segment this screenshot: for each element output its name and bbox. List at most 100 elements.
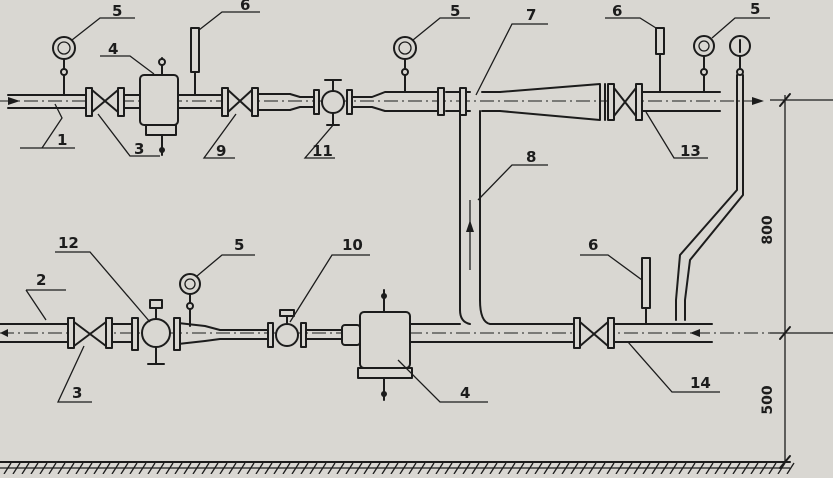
thermometer-6-lower [641,257,651,325]
hatch-stroke [66,462,75,475]
hatch-stroke [408,462,417,475]
gate-valve-3-lower [67,317,113,349]
hatch-stroke [732,462,741,475]
hatch-stroke [273,462,282,475]
label-8: 8 [526,148,536,166]
hatch-stroke [237,462,246,475]
pressure-gauge-5-lower [179,273,201,327]
gate-valve-14 [573,317,615,349]
hatch-stroke [624,462,633,475]
hatch-stroke [660,462,669,475]
hatch-stroke [372,462,381,475]
dimension-upper: 800 [760,215,776,244]
hatch-stroke [579,462,588,475]
leader-lines [20,11,770,403]
hatch-stroke [138,462,147,475]
hatch-stroke [120,462,129,475]
label-7: 7 [526,6,536,24]
hatch-stroke [309,462,318,475]
label-6-lower: 6 [588,236,598,254]
hatch-stroke [129,462,138,475]
hatch-stroke [696,462,705,475]
label-3-lower: 3 [72,384,82,402]
thermometer-6-upper-right [655,27,665,93]
hatch-stroke [264,462,273,475]
hatch-stroke [381,462,390,475]
gate-valve-13 [607,83,643,121]
dimension-lower: 500 [760,385,776,414]
hatch-stroke [417,462,426,475]
hatch-stroke [444,462,453,475]
hatch-stroke [111,462,120,475]
hatch-stroke [255,462,264,475]
pressure-gauge-5-mid [393,36,417,93]
hatch-stroke [93,462,102,475]
hatch-stroke [12,462,21,475]
hatch-stroke [336,462,345,475]
label-6-upper-right: 6 [612,2,622,20]
hatch-stroke [786,462,795,475]
hatch-stroke [192,462,201,475]
label-13: 13 [680,142,701,160]
hatch-stroke [723,462,732,475]
hatch-stroke [399,462,408,475]
hatch-stroke [498,462,507,475]
hatch-stroke [525,462,534,475]
hatch-stroke [228,462,237,475]
thermometer-6-upper-left [190,27,200,96]
hatch-stroke [48,462,57,475]
hatch-stroke [345,462,354,475]
hatch-stroke [300,462,309,475]
label-4-lower: 4 [460,384,470,402]
label-3-upper: 3 [134,140,144,158]
control-valve-12 [131,299,181,365]
hatch-stroke [714,462,723,475]
hatch-stroke [597,462,606,475]
hatch-stroke [39,462,48,475]
hatch-stroke [534,462,543,475]
hatch-stroke [30,462,39,475]
control-valve-10 [267,309,307,348]
hatch-stroke [453,462,462,475]
filter-4-lower [341,289,413,401]
label-4-upper: 4 [108,40,118,58]
hatch-stroke [705,462,714,475]
hatch-stroke [219,462,228,475]
hatch-stroke [84,462,93,475]
gate-valve-3-upper [85,87,125,117]
hatch-stroke [687,462,696,475]
hatch-stroke [471,462,480,475]
hatch-stroke [21,462,30,475]
hatch-stroke [210,462,219,475]
hatch-stroke [633,462,642,475]
hatch-stroke [246,462,255,475]
label-5-upper-left: 5 [112,2,122,20]
label-12: 12 [58,234,79,252]
hatch-stroke [363,462,372,475]
hatch-stroke [489,462,498,475]
label-1: 1 [57,131,67,149]
hatch-stroke [75,462,84,475]
hatch-stroke [561,462,570,475]
label-9: 9 [216,142,226,160]
hatch-stroke [750,462,759,475]
hatch-stroke [102,462,111,475]
pressure-gauge-5-upper-right [693,35,751,93]
hatch-stroke [759,462,768,475]
hatch-stroke [669,462,678,475]
floor-hatching [0,461,795,475]
hatch-stroke [606,462,615,475]
hatch-stroke [291,462,300,475]
hatch-stroke [588,462,597,475]
label-11: 11 [312,142,333,160]
pressure-gauge-5-upper-left [52,36,76,96]
label-5-mid: 5 [450,2,460,20]
hatch-stroke [507,462,516,475]
label-6-upper-left: 6 [240,0,250,14]
hatch-stroke [570,462,579,475]
hatch-stroke [327,462,336,475]
hatch-stroke [642,462,651,475]
hatch-stroke [615,462,624,475]
